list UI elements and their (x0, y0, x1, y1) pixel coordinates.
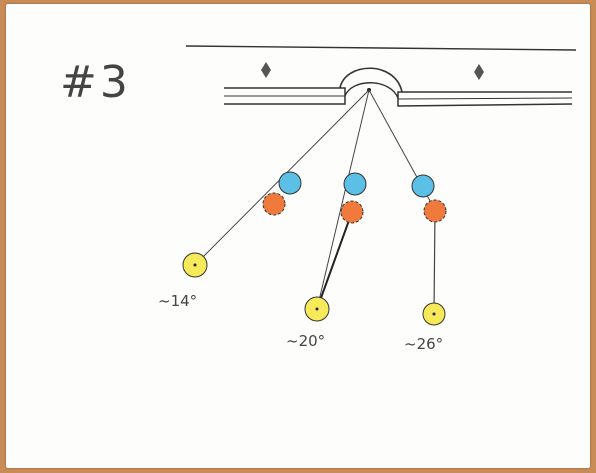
pivot-dome-inner (344, 82, 399, 99)
page-title: #3 (60, 57, 131, 108)
string-right-lower (433, 209, 436, 315)
blue-bob-left (278, 171, 302, 195)
diamond-left-icon (261, 62, 271, 78)
ceiling-line (185, 45, 577, 51)
pivot-dome (339, 67, 403, 93)
diamond-right-icon (474, 64, 484, 80)
orange-bob-center (340, 200, 364, 224)
yellow-bob-left-center (193, 263, 197, 267)
angle-label-right: ~26° (404, 335, 443, 353)
string-center-lower (316, 211, 353, 310)
angle-label-left: ~14° (158, 292, 197, 310)
beam-right-inner-line (397, 97, 573, 100)
angle-label-center: ~20° (286, 332, 325, 350)
blue-bob-right (411, 174, 435, 198)
string-center-upper (316, 89, 370, 310)
yellow-bob-right-center (432, 312, 436, 316)
yellow-bob-center-center (315, 307, 319, 311)
orange-bob-left (262, 192, 286, 216)
blue-bob-center (343, 172, 367, 196)
paper-sheet (6, 4, 590, 468)
orange-bob-right (423, 199, 447, 223)
